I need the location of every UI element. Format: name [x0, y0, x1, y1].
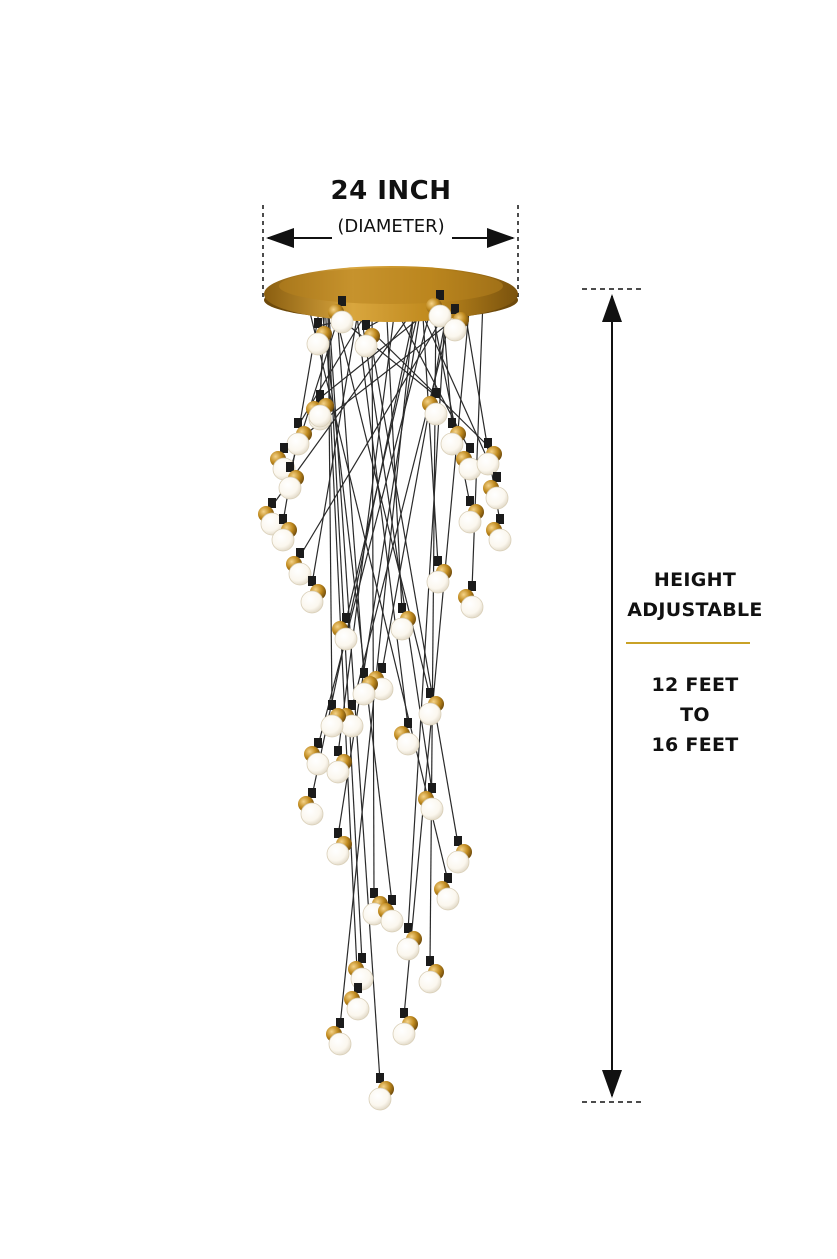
pendant-bulb [308, 390, 334, 428]
pendant-bulb [418, 956, 444, 994]
chandelier-bulbs [258, 290, 512, 1111]
chandelier-cord [385, 299, 403, 612]
pendant-bulb [304, 738, 330, 776]
pendant-bulb [344, 983, 370, 1021]
chandelier-cord [299, 299, 454, 557]
pendant-bulb [440, 418, 466, 456]
pendant-bulb [258, 498, 284, 536]
chandelier-cord [371, 299, 375, 897]
chandelier-cord [354, 299, 409, 727]
pendant-bulb [434, 873, 460, 911]
pendant-bulb [328, 296, 354, 334]
pendant-bulb [354, 320, 380, 358]
height-range-line3: 16 FEET [651, 734, 739, 756]
pendant-bulb [458, 496, 484, 534]
pendant-bulb [368, 1073, 394, 1111]
chandelier-cord [339, 299, 416, 1027]
height-divider [626, 642, 750, 644]
pendant-bulb [392, 1008, 418, 1046]
chandelier-cord [306, 299, 449, 882]
chandelier-cord [471, 299, 484, 590]
height-label-line1: HEIGHT [653, 569, 737, 591]
height-range-line2: TO [680, 704, 710, 726]
chandelier-cord [337, 299, 423, 837]
pendant-bulb [476, 438, 502, 476]
pendant-bulb [446, 836, 472, 874]
pendant-bulb [422, 388, 448, 426]
chandelier-cord [381, 299, 450, 672]
pendant-bulb [278, 462, 304, 500]
pendant-bulb [326, 1018, 352, 1056]
pendant-bulb [306, 318, 332, 356]
pendant-bulb [458, 581, 484, 619]
pendant-bulb [443, 304, 469, 342]
chandelier-cord [363, 299, 459, 845]
pendant-bulb [326, 828, 352, 866]
chandelier-cord [421, 299, 439, 565]
pendant-bulb [271, 514, 297, 552]
chandelier-cord [317, 299, 434, 747]
pendant-bulb [418, 688, 444, 726]
pendant-bulb [486, 514, 512, 552]
pendant-bulb [300, 576, 326, 614]
chandelier-canopy [264, 266, 518, 322]
pendant-bulb [298, 788, 324, 826]
pendant-bulb [483, 472, 509, 510]
pendant-bulb [418, 783, 444, 821]
chandelier-cord [337, 299, 397, 755]
pendant-bulb [426, 556, 452, 594]
pendant-bulb [320, 700, 346, 738]
chandelier-cord [390, 299, 471, 452]
height-label-line2: ADJUSTABLE [627, 599, 763, 621]
chandelier-cord [311, 299, 418, 797]
chandelier-cord [311, 299, 361, 585]
pendant-bulb [286, 418, 312, 456]
pendant-bulb [378, 895, 404, 933]
pendant-bulb [394, 718, 420, 756]
pendant-bulb [390, 603, 416, 641]
pendant-bulb [456, 443, 482, 481]
diameter-label: (DIAMETER) [337, 216, 445, 237]
height-range-line1: 12 FEET [651, 674, 739, 696]
pendant-bulb [396, 923, 422, 961]
pendant-bulb [326, 746, 352, 784]
pendant-bulb [286, 548, 312, 586]
chandelier-cord [331, 299, 431, 697]
chandelier-cord [415, 299, 498, 481]
pendant-bulb [426, 290, 452, 328]
chandelier-cord [403, 299, 471, 1017]
diameter-value: 24 INCH [330, 176, 452, 206]
pendant-bulb [352, 668, 378, 706]
chandelier-cord [335, 299, 365, 677]
pendant-bulb [332, 613, 358, 651]
